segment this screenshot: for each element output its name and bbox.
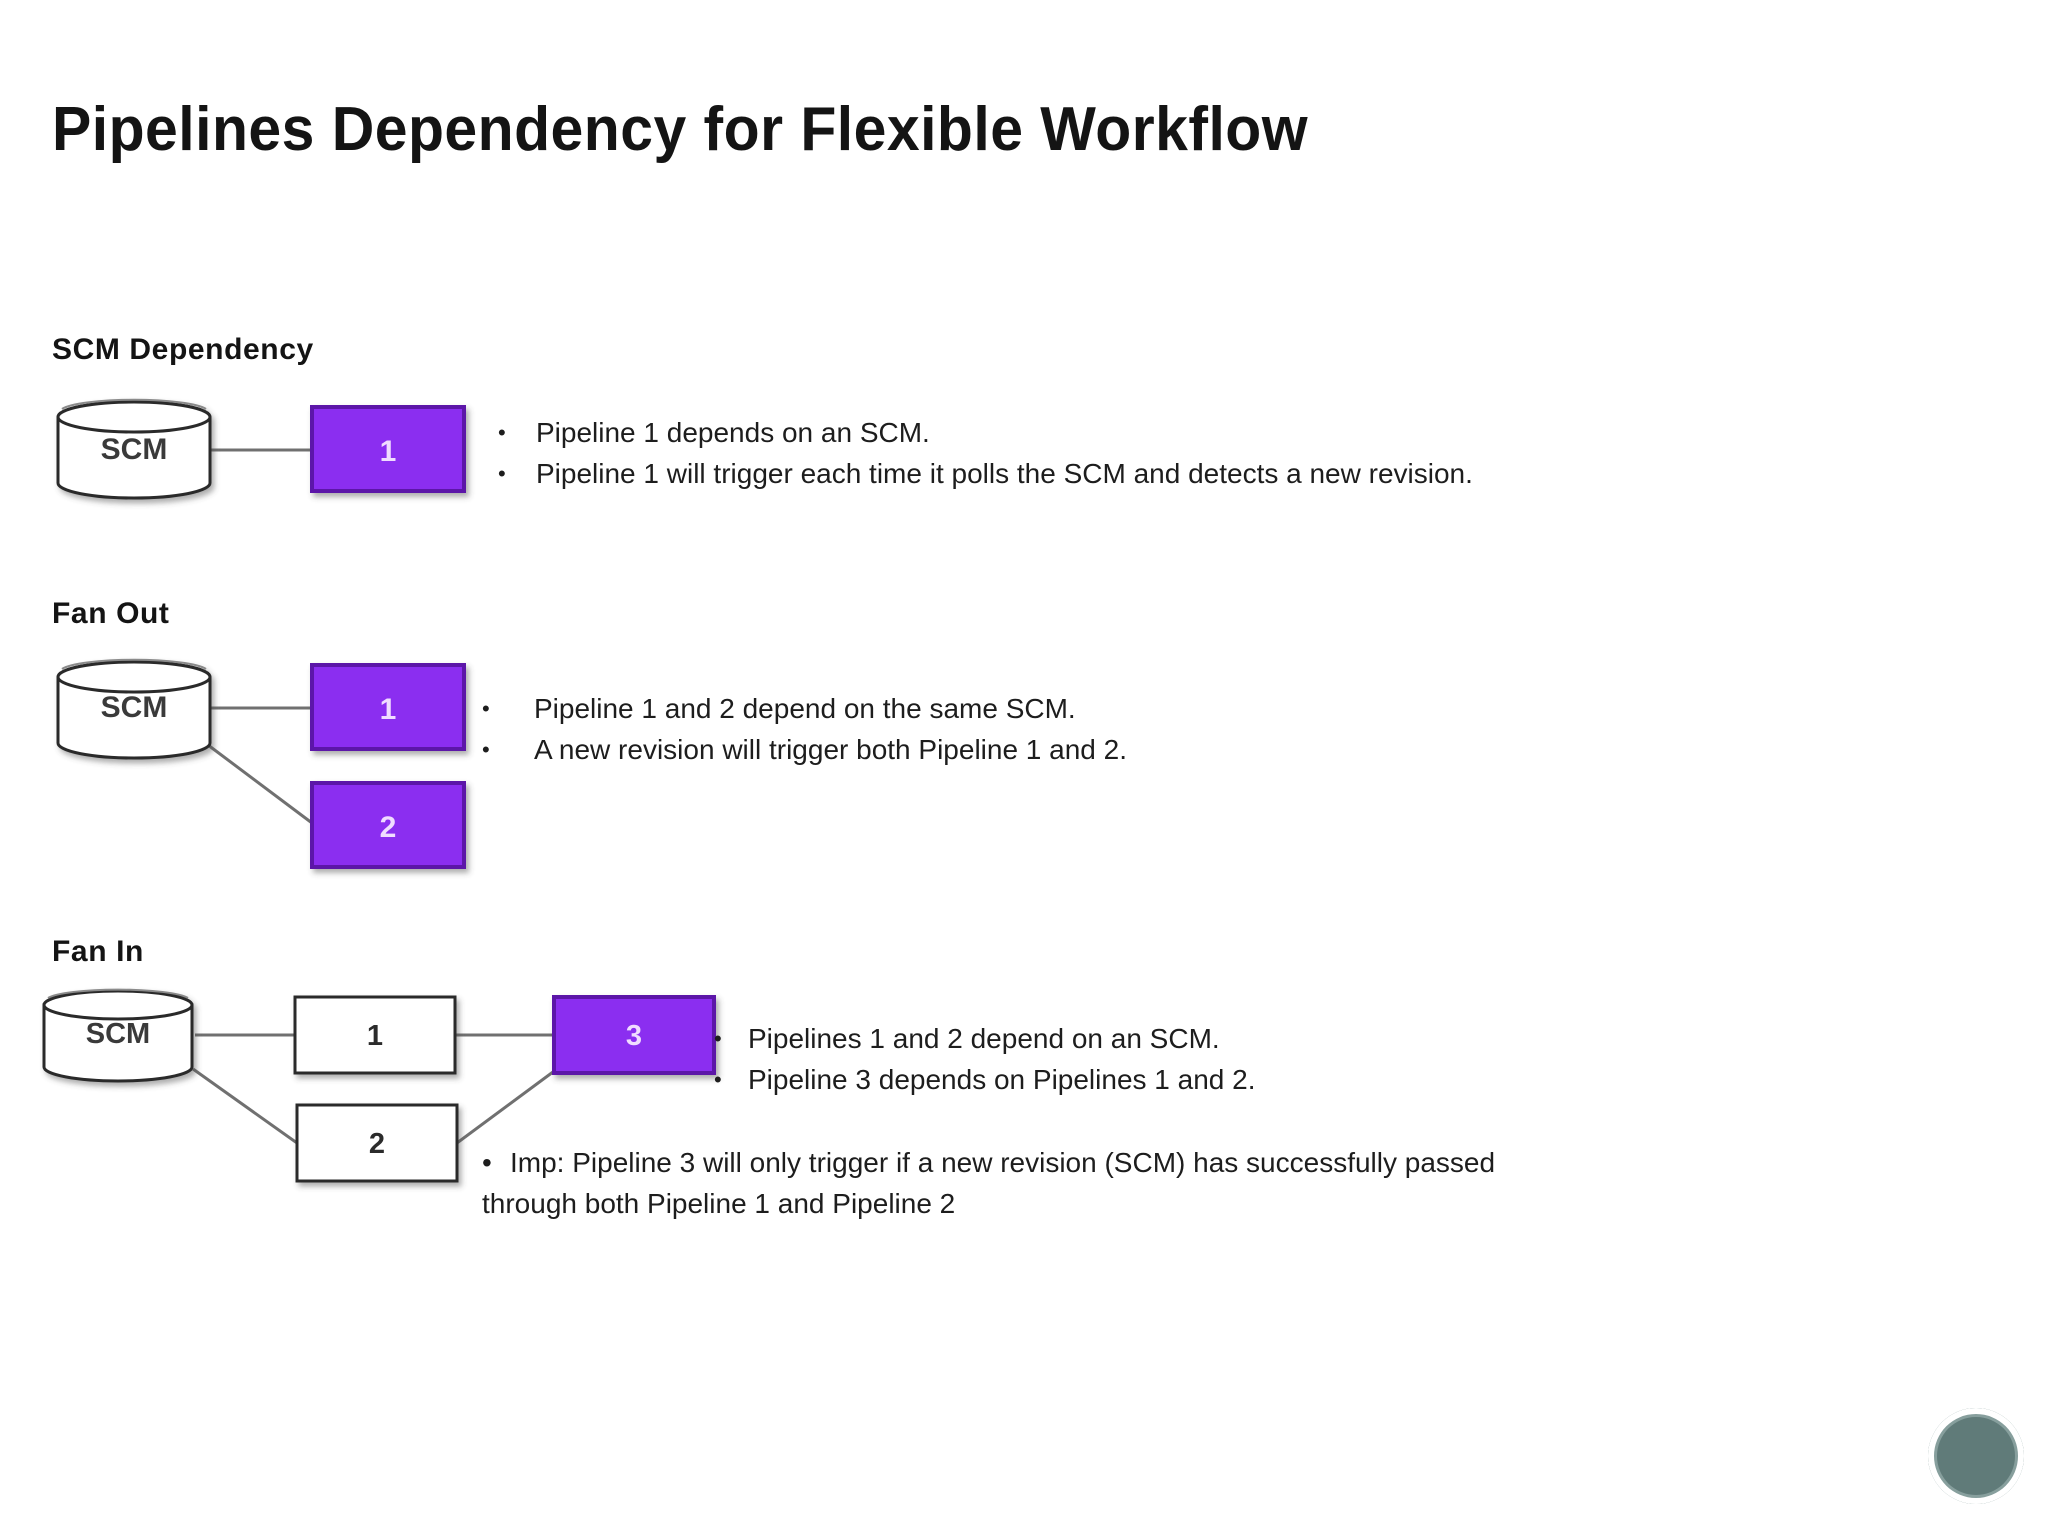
- bullet-list-scm-dependency: • Pipeline 1 depends on an SCM. • Pipeli…: [498, 412, 1473, 494]
- diagram-fan-in: SCM 1 2 3: [30, 985, 770, 1235]
- section-heading-fan-in: Fan In: [52, 935, 144, 968]
- bullet-text: Pipelines 1 and 2 depend on an SCM.: [748, 1023, 1220, 1054]
- bullet-text: Pipeline 1 and 2 depend on the same SCM.: [534, 693, 1076, 724]
- scm-datastore-label: SCM: [101, 433, 168, 466]
- edge-scm-to-pipeline-2: [207, 743, 313, 825]
- edge-pipeline-2-to-pipeline-3: [456, 1067, 558, 1145]
- fan-in-important-note-text: Imp: Pipeline 3 will only trigger if a n…: [482, 1147, 1496, 1219]
- scm-datastore-label: SCM: [86, 1018, 150, 1050]
- pipeline-node-2-label: 2: [369, 1128, 385, 1160]
- list-item: • Pipeline 1 and 2 depend on the same SC…: [482, 688, 1127, 729]
- scm-datastore-label: SCM: [101, 691, 168, 724]
- bullet-glyph-icon: •: [714, 1067, 722, 1092]
- bullet-glyph-icon: •: [482, 696, 490, 721]
- bullet-text: Pipeline 3 depends on Pipelines 1 and 2.: [748, 1064, 1256, 1095]
- pipeline-node-1-label: 1: [380, 693, 397, 726]
- pipeline-node-2: [295, 1103, 459, 1183]
- bullet-glyph-icon: •: [498, 461, 506, 486]
- pipeline-node-3-label: 3: [626, 1020, 642, 1052]
- bullet-glyph-icon: •: [482, 1147, 492, 1178]
- diagram-fan-out: SCM 1 2: [40, 655, 680, 895]
- pipeline-node-1: [310, 663, 466, 751]
- pipeline-node-2-label: 2: [380, 811, 397, 844]
- list-item: • A new revision will trigger both Pipel…: [482, 729, 1127, 770]
- brand-logo-icon: [1928, 1408, 2024, 1504]
- bullet-glyph-icon: •: [482, 737, 490, 762]
- list-item: • Pipeline 1 depends on an SCM.: [498, 412, 1473, 453]
- pipeline-node-3: [552, 995, 716, 1075]
- bullet-text: Pipeline 1 depends on an SCM.: [536, 417, 930, 448]
- bullet-list-fan-out: • Pipeline 1 and 2 depend on the same SC…: [482, 688, 1127, 770]
- page-title: Pipelines Dependency for Flexible Workfl…: [52, 95, 1309, 164]
- fan-in-important-note: •Imp: Pipeline 3 will only trigger if a …: [482, 1142, 1552, 1224]
- bullet-text: Pipeline 1 will trigger each time it pol…: [536, 458, 1473, 489]
- scm-datastore-shape: [56, 658, 212, 760]
- list-item: • Pipeline 3 depends on Pipelines 1 and …: [714, 1059, 1256, 1100]
- pipeline-node-1-label: 1: [380, 435, 397, 468]
- scm-datastore-shape: [56, 398, 212, 500]
- scm-datastore-shape: [42, 988, 194, 1083]
- list-item: • Pipelines 1 and 2 depend on an SCM.: [714, 1018, 1256, 1059]
- bullet-glyph-icon: •: [714, 1026, 722, 1051]
- section-heading-scm-dependency: SCM Dependency: [52, 333, 314, 366]
- bullet-glyph-icon: •: [498, 420, 506, 445]
- list-item: • Pipeline 1 will trigger each time it p…: [498, 453, 1473, 494]
- pipeline-node-2: [310, 781, 466, 869]
- bullet-text: A new revision will trigger both Pipelin…: [534, 734, 1128, 765]
- pipeline-node-1: [310, 405, 466, 493]
- pipeline-node-1-label: 1: [367, 1020, 383, 1052]
- section-heading-fan-out: Fan Out: [52, 597, 170, 630]
- diagram-scm-dependency: SCM 1: [40, 395, 680, 505]
- bullet-list-fan-in: • Pipelines 1 and 2 depend on an SCM. • …: [714, 1018, 1256, 1100]
- pipeline-node-1: [293, 995, 457, 1075]
- edge-scm-to-pipeline-2: [192, 1067, 298, 1145]
